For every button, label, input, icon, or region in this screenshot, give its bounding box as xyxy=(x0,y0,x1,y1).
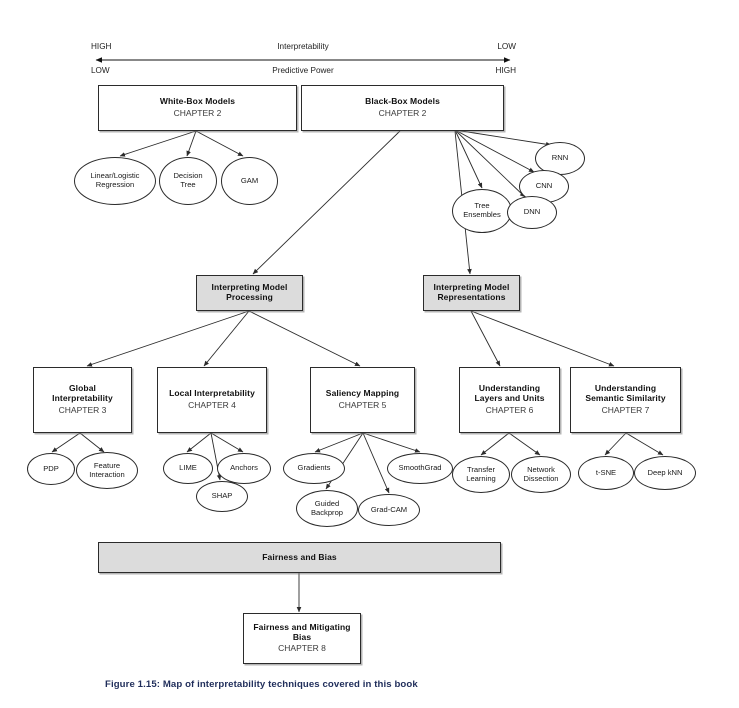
node-title-line1: Local Interpretability xyxy=(169,388,255,399)
node-label-line2: Dissection xyxy=(523,473,559,483)
node-local-interpretability[interactable]: Local Interpretability CHAPTER 4 xyxy=(157,367,267,433)
node-fairness-and-mitigating-bias[interactable]: Fairness and Mitigating Bias CHAPTER 8 xyxy=(243,613,361,664)
node-chapter: CHAPTER 5 xyxy=(338,400,387,410)
node-rnn[interactable]: RNN xyxy=(535,142,585,175)
node-label-line2: Learning xyxy=(466,473,496,483)
node-white-box-models[interactable]: White-Box Models CHAPTER 2 xyxy=(98,85,297,131)
node-label-line1: Decision xyxy=(173,171,203,181)
node-label-line1: Grad-CAM xyxy=(370,504,408,514)
axis-interpretability-title: Interpretability xyxy=(277,42,329,51)
node-label-line1: Feature xyxy=(93,460,121,470)
node-chapter: CHAPTER 3 xyxy=(58,404,107,415)
node-label-line1: t-SNE xyxy=(595,467,617,477)
node-label-line1: CNN xyxy=(535,181,553,191)
node-title: Black-Box Models xyxy=(365,96,440,107)
node-pdp[interactable]: PDP xyxy=(27,453,75,485)
node-saliency-mapping[interactable]: Saliency Mapping CHAPTER 5 xyxy=(310,367,415,433)
node-lime[interactable]: LIME xyxy=(163,453,213,484)
node-label-line1: Anchors xyxy=(230,463,258,473)
node-label-line1: DNN xyxy=(523,207,541,217)
node-title-line2: Processing xyxy=(226,292,273,302)
node-title-line2: Interpretability xyxy=(52,393,113,404)
node-gradients[interactable]: Gradients xyxy=(283,453,345,484)
node-grad-cam[interactable]: Grad-CAM xyxy=(358,494,420,526)
node-interpreting-model-processing[interactable]: Interpreting Model Processing xyxy=(196,275,303,311)
node-label-line2: Regression xyxy=(95,180,135,189)
node-label-line1: Guided xyxy=(314,498,340,508)
node-dnn[interactable]: DNN xyxy=(507,196,557,229)
node-guided-backprop[interactable]: Guided Backprop xyxy=(296,490,358,527)
node-label-line1: SHAP xyxy=(211,491,233,501)
axis-predictive-high-label: HIGH xyxy=(495,66,516,75)
node-label-line2: Tree xyxy=(180,180,196,189)
node-chapter: CHAPTER 2 xyxy=(173,108,222,118)
node-label-line1: Transfer xyxy=(467,464,495,474)
node-anchors[interactable]: Anchors xyxy=(217,453,271,484)
node-title-line1: Global xyxy=(68,383,97,394)
node-fairness-and-bias-bar[interactable]: Fairness and Bias xyxy=(98,542,501,573)
node-title-line1: Fairness and Mitigating xyxy=(253,621,351,632)
node-feature-interaction[interactable]: Feature Interaction xyxy=(76,452,138,489)
node-tsne[interactable]: t-SNE xyxy=(578,456,634,490)
node-label-line2: Backprop xyxy=(310,507,344,517)
node-chapter: CHAPTER 6 xyxy=(485,404,534,415)
axis-interpretability-low-label: LOW xyxy=(497,42,516,51)
node-chapter: CHAPTER 4 xyxy=(188,400,236,410)
node-gam[interactable]: GAM xyxy=(221,157,278,205)
node-label-line1: GAM xyxy=(240,175,259,185)
node-title-line2: Layers and Units xyxy=(474,393,545,404)
node-smoothgrad[interactable]: SmoothGrad xyxy=(387,453,453,484)
node-title-line2: Representations xyxy=(437,292,506,302)
node-network-dissection[interactable]: Network Dissection xyxy=(511,456,571,493)
node-label-line1: PDP xyxy=(43,463,59,473)
node-understanding-layers-and-units[interactable]: Understanding Layers and Units CHAPTER 6 xyxy=(459,367,560,433)
node-title-line2: Bias xyxy=(292,631,312,642)
node-title-line2: Semantic Similarity xyxy=(585,393,666,404)
interpretability-axis: HIGH Interpretability LOW LOW Predictive… xyxy=(88,42,518,80)
node-title-line1: Saliency Mapping xyxy=(325,388,400,399)
axis-predictive-low-label: LOW xyxy=(91,66,110,75)
node-title-line1: Interpreting Model xyxy=(211,282,288,293)
node-decision-tree[interactable]: Decision Tree xyxy=(159,157,217,205)
node-label-line2: Ensembles xyxy=(463,210,501,219)
node-title-line1: Understanding xyxy=(478,383,541,394)
node-global-interpretability[interactable]: Global Interpretability CHAPTER 3 xyxy=(33,367,132,433)
node-chapter: CHAPTER 7 xyxy=(601,404,650,415)
axis-interpretability-high-label: HIGH xyxy=(91,42,112,51)
node-deep-knn[interactable]: Deep kNN xyxy=(634,456,696,490)
node-transfer-learning[interactable]: Transfer Learning xyxy=(452,456,510,493)
node-shap[interactable]: SHAP xyxy=(196,481,248,512)
axis-double-arrow-icon xyxy=(95,57,511,63)
node-title-line1: Understanding xyxy=(594,383,657,394)
node-label-line1: LIME xyxy=(179,463,197,473)
node-label-line1: Linear/Logistic xyxy=(90,171,140,181)
node-label-line2: Interaction xyxy=(89,469,125,479)
node-chapter: CHAPTER 2 xyxy=(378,108,427,118)
node-label-line1: SmoothGrad xyxy=(398,463,442,473)
node-title: Fairness and Bias xyxy=(262,551,337,562)
node-chapter: CHAPTER 8 xyxy=(278,643,326,654)
node-black-box-models[interactable]: Black-Box Models CHAPTER 2 xyxy=(301,85,504,131)
node-linear-logistic-regression[interactable]: Linear/Logistic Regression xyxy=(74,157,156,205)
node-title: White-Box Models xyxy=(159,96,236,107)
node-label-line1: RNN xyxy=(551,153,569,163)
node-title-line1: Interpreting Model xyxy=(433,282,510,293)
node-label-line1: Network xyxy=(527,464,555,474)
node-label-line1: Tree xyxy=(474,201,490,211)
axis-predictive-power-title: Predictive Power xyxy=(272,66,334,75)
node-tree-ensembles[interactable]: Tree Ensembles xyxy=(452,189,512,233)
node-label-line1: Gradients xyxy=(297,463,331,473)
node-label-line1: Deep kNN xyxy=(647,467,683,477)
node-interpreting-model-representations[interactable]: Interpreting Model Representations xyxy=(423,275,520,311)
node-understanding-semantic-similarity[interactable]: Understanding Semantic Similarity CHAPTE… xyxy=(570,367,681,433)
figure-caption: Figure 1.15: Map of interpretability tec… xyxy=(105,679,418,690)
